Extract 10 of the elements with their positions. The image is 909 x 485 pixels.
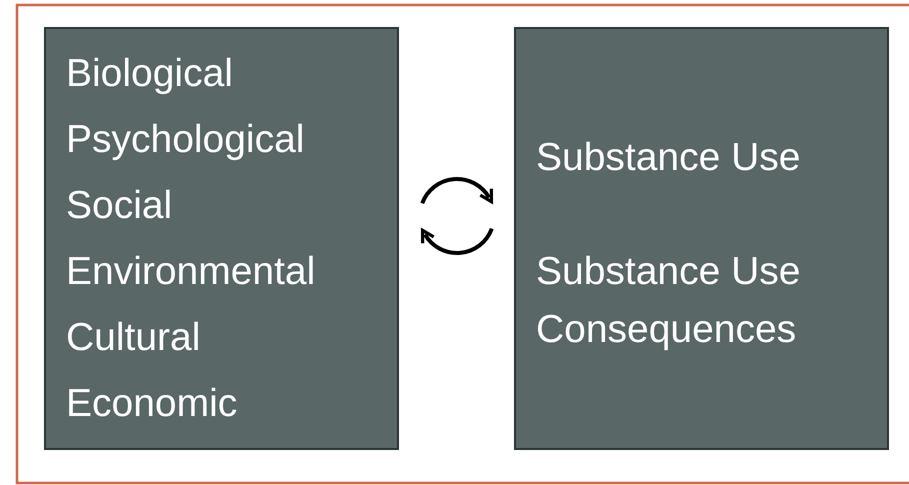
box-text: Psychological (66, 117, 306, 163)
box-text: Biological (66, 51, 234, 97)
box-text: Substance Use (536, 135, 802, 181)
category-box (514, 27, 889, 450)
box-text: Social (66, 183, 174, 229)
box-text: Cultural (66, 315, 202, 361)
box-text: Substance Use Consequences (536, 249, 802, 353)
box-text: Economic (66, 381, 238, 427)
box-text: Environmental (66, 249, 316, 295)
category-box (44, 27, 399, 450)
